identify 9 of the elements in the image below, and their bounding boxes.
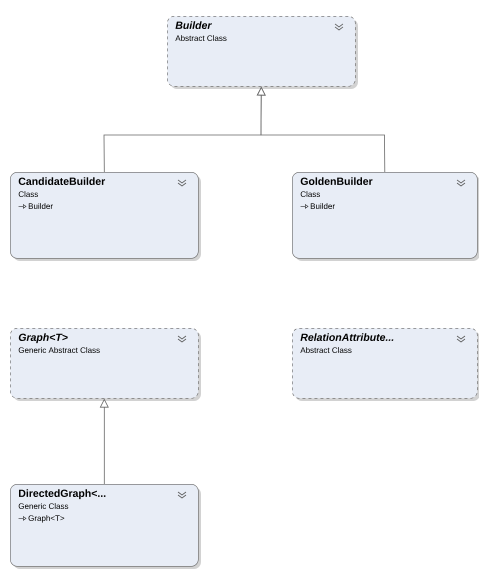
- class-box: DirectedGraph<... Generic Class Graph<T>: [10, 484, 201, 569]
- base-class-text: Builder: [310, 203, 335, 209]
- class-box: GoldenBuilder Class Builder: [292, 172, 479, 261]
- class-box: CandidateBuilder Class Builder: [10, 172, 201, 261]
- class-box: RelationAttribute... Abstract Class: [292, 328, 479, 401]
- base-class-text: Builder: [28, 203, 53, 209]
- class-box: Graph<T> Generic Abstract Class: [10, 328, 201, 401]
- base-class-text: Graph<T>: [28, 515, 64, 523]
- class-box: Builder Abstract Class: [167, 16, 358, 89]
